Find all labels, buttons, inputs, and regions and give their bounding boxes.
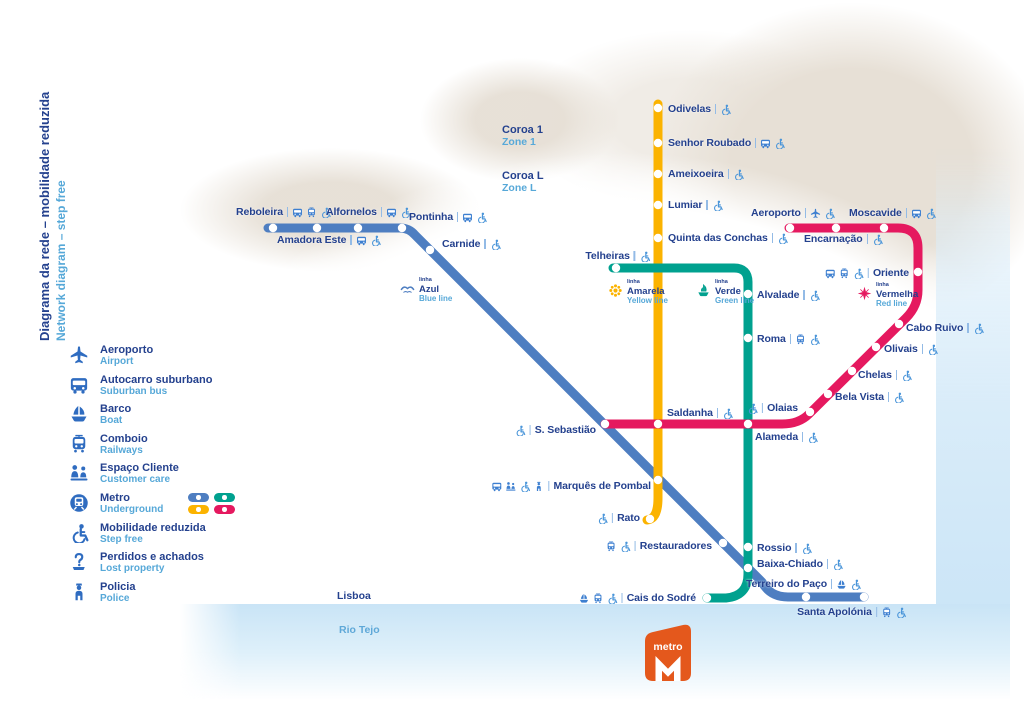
legend-label-pt: Mobilidade reduzida <box>100 521 206 534</box>
legend-label-pt: Autocarro suburbano <box>100 373 213 386</box>
line-azul <box>263 223 869 602</box>
line-amarela <box>642 99 663 525</box>
metro-line-color-pills <box>188 493 235 514</box>
legend-label-pt: Espaço Cliente <box>100 462 179 475</box>
station-dot-oriente <box>913 267 923 277</box>
line-color-pill <box>214 505 235 514</box>
station-dot-senhor-roubado <box>653 138 663 148</box>
station-dot-moscavide <box>879 223 889 233</box>
legend-label-pt: Policia <box>100 580 136 593</box>
station-dot-aeroporto <box>785 223 795 233</box>
station-dot-marques-de-pombal <box>653 475 663 485</box>
zone-l-label: Coroa L Zone L <box>502 170 544 194</box>
metro-logo: metro <box>645 624 691 681</box>
station-dot-alameda <box>743 419 753 429</box>
station-dot-alvalade <box>743 289 753 299</box>
station-dot-cais-do-sodre <box>702 593 712 603</box>
river-east-band <box>936 148 1010 616</box>
station-dot-s-sebastiao <box>600 419 610 429</box>
line-color-pill <box>188 493 209 502</box>
legend-label-pt: Perdidos e achados <box>100 551 204 564</box>
station-dot-rossio <box>743 542 753 552</box>
legend-label-en: Customer care <box>100 474 171 486</box>
line-color-pill <box>188 505 209 514</box>
station-dot-carnide <box>425 245 435 255</box>
station-dot-ameixoeira <box>653 169 663 179</box>
river-band <box>180 604 1010 700</box>
station-dot-pontinha <box>397 223 407 233</box>
station-dot-reboleira <box>268 223 278 233</box>
river-label: Rio Tejo <box>339 624 380 636</box>
legend-label-en: Police <box>100 592 130 604</box>
station-dot-terreiro-do-paco <box>801 592 811 602</box>
zone-l-en: Zone L <box>502 182 537 194</box>
zone-1-label: Coroa 1 Zone 1 <box>502 124 543 148</box>
station-dot-baixa-chiado <box>743 563 753 573</box>
station-dot-bela-vista <box>823 389 833 399</box>
legend-label-pt: Aeroporto <box>100 344 154 356</box>
zone-l-pt: Coroa L <box>502 170 544 182</box>
station-dot-chelas <box>847 366 857 376</box>
station-dot-amadora-este <box>312 223 322 233</box>
station-dot-telheiras <box>611 263 621 273</box>
station-dot-saldanha <box>653 419 663 429</box>
station-dot-roma <box>743 333 753 343</box>
legend-label-pt: Metro <box>100 492 130 504</box>
legend-label-pt: Barco <box>100 403 132 416</box>
station-dot-olaias <box>805 407 815 417</box>
line-color-pill <box>214 493 235 502</box>
station-dot-encarnacao <box>831 223 841 233</box>
legend-label-en: Boat <box>100 415 123 427</box>
zone-1-pt: Coroa 1 <box>502 124 543 136</box>
station-dot-alfornelos <box>353 223 363 233</box>
legend-label-en: Suburban bus <box>100 385 168 397</box>
city-label: Lisboa <box>337 590 371 602</box>
station-dot-quinta-das-conchas <box>653 233 663 243</box>
station-dot-odivelas <box>653 103 663 113</box>
legend-label-en: Underground <box>100 504 164 515</box>
station-dot-lumiar <box>653 200 663 210</box>
station-dot-cabo-ruivo <box>894 319 904 329</box>
metro-logo-m-icon <box>655 656 681 681</box>
line-vermelha <box>600 223 923 429</box>
legend-label-en: Railways <box>100 444 143 456</box>
station-dot-rato <box>645 514 655 524</box>
station-dot-restauradores <box>718 538 728 548</box>
station-dot-santa-apolonia <box>859 592 869 602</box>
legend-label-en: Lost property <box>100 563 165 575</box>
station-dot-olivais <box>871 342 881 352</box>
legend-label-en: Airport <box>100 356 134 367</box>
zone-1-en: Zone 1 <box>502 136 536 148</box>
legend-label-pt: Comboio <box>100 432 148 445</box>
legend-label-en: Step free <box>100 533 143 545</box>
metro-logo-text: metro <box>653 641 682 653</box>
